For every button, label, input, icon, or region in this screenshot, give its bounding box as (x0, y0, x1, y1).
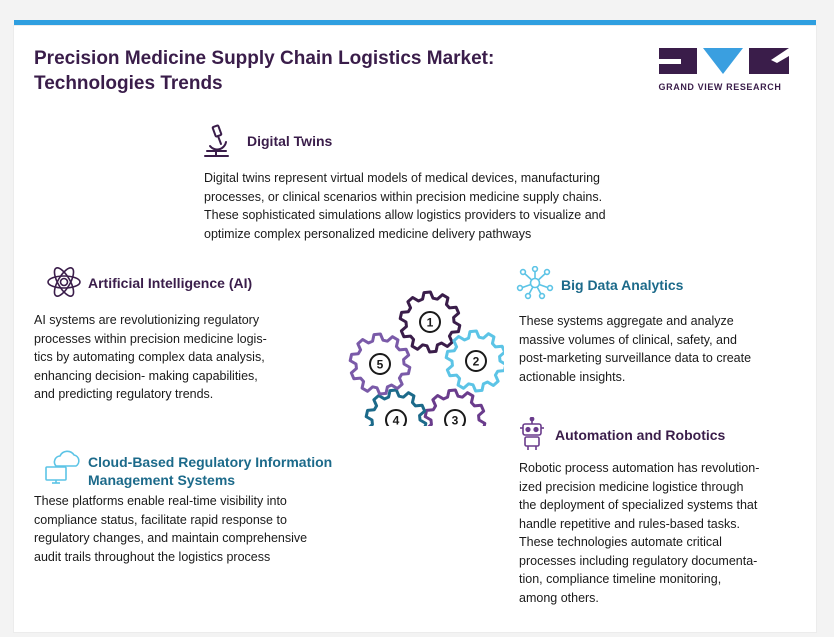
gear-number-label: 2 (473, 355, 480, 369)
gear-number-ring (369, 353, 391, 375)
text-line: ized precision medicine logistice throug… (519, 479, 744, 494)
automation-description: Robotic process automation has revolutio… (519, 459, 759, 607)
text-line: tion, compliance timeline monitoring, (519, 572, 722, 586)
digital-twins-heading: Digital Twins (247, 133, 333, 149)
text-line: compliance status, facilitate rapid resp… (34, 512, 287, 527)
text-line: among others. (519, 590, 599, 605)
text-line: regulatory changes, and maintain compreh… (34, 531, 308, 545)
logo-text: GRAND VIEW RESEARCH (658, 82, 782, 92)
automation-heading: Automation and Robotics (555, 427, 726, 443)
gear-4: 4 (364, 388, 428, 427)
top-accent-bar (14, 20, 816, 26)
gear-number-label: 3 (452, 414, 459, 427)
text-line: enhancing decision- making capabilities, (34, 368, 258, 383)
text-line: actionable insights. (519, 369, 626, 384)
text-line: These sophisticated simulations allow lo… (204, 208, 606, 222)
gear-number-ring (444, 409, 466, 426)
cloud-description: These platforms enable real-time visibil… (34, 492, 307, 566)
text-line: Digital twins represent virtual models o… (204, 171, 601, 185)
text-line: processes including regulatory documenta… (519, 553, 758, 568)
gear-outline (364, 388, 428, 426)
text-line: AI systems are revolutionizing regulator… (34, 313, 260, 327)
text-line: These technologies automate critical (519, 535, 722, 549)
gear-1: 1 (398, 290, 462, 354)
big-data-heading: Big Data Analytics (561, 277, 684, 293)
text-line: the deployment of specialized systems th… (519, 498, 758, 512)
text-line: Robotic process automation has revolutio… (519, 461, 760, 475)
gear-number-label: 5 (377, 358, 384, 372)
cloud-heading: Cloud-Based Regulatory Information Manag… (88, 453, 332, 489)
text-line: processes within precision medicine logi… (34, 331, 267, 346)
gear-number-ring (419, 311, 441, 333)
ai-heading: Artificial Intelligence (AI) (88, 275, 253, 291)
cloud-computer-icon (45, 450, 80, 484)
text-line: tics by automating complex data analysis… (34, 350, 265, 364)
grand-view-research-logo: GRAND VIEW RESEARCH (645, 46, 795, 96)
numbered-gears-graphic: 1 2 3 4 5 (348, 290, 504, 427)
text-line: These platforms enable real-time visibil… (34, 494, 287, 508)
text-line: processes, or clinical scenarios within … (204, 189, 603, 204)
gear-number-label: 4 (393, 414, 400, 427)
ai-description: AI systems are revolutionizing regulator… (34, 311, 267, 404)
text-line: audit trails throughout the logistics pr… (34, 549, 271, 564)
page-title: Precision Medicine Supply Chain Logistic… (34, 46, 494, 96)
network-nodes-icon (516, 266, 554, 300)
text-line: optimize complex personalized medicine d… (204, 226, 532, 241)
text-line: massive volumes of clinical, safety, and (519, 332, 737, 347)
robot-icon (520, 417, 544, 450)
text-line: handle repetitive and rules-based tasks. (519, 516, 740, 531)
title-line-2: Technologies Trends (34, 73, 223, 94)
gear-number-ring (465, 350, 487, 372)
logo-mark-icon (659, 48, 789, 74)
gear-2: 2 (444, 329, 504, 393)
text-line: These systems aggregate and analyze (519, 314, 734, 328)
big-data-description: These systems aggregate and analyze mass… (519, 312, 751, 386)
text-line: post-marketing surveillance data to crea… (519, 351, 752, 365)
cloud-heading-line-2: Management Systems (88, 472, 236, 488)
atom-icon (47, 267, 81, 297)
gear-3: 3 (423, 388, 487, 427)
gear-5: 5 (348, 332, 412, 396)
title-line-1: Precision Medicine Supply Chain Logistic… (34, 48, 495, 69)
gear-number-label: 1 (427, 316, 434, 330)
gear-number-ring (385, 409, 407, 426)
cloud-heading-line-1: Cloud-Based Regulatory Information (88, 454, 333, 470)
microscope-icon (204, 124, 229, 157)
text-line: and predicting regulatory trends. (34, 387, 214, 401)
gear-outline (423, 388, 487, 426)
infographic-card: Precision Medicine Supply Chain Logistic… (14, 26, 816, 632)
digital-twins-description: Digital twins represent virtual models o… (204, 169, 606, 243)
